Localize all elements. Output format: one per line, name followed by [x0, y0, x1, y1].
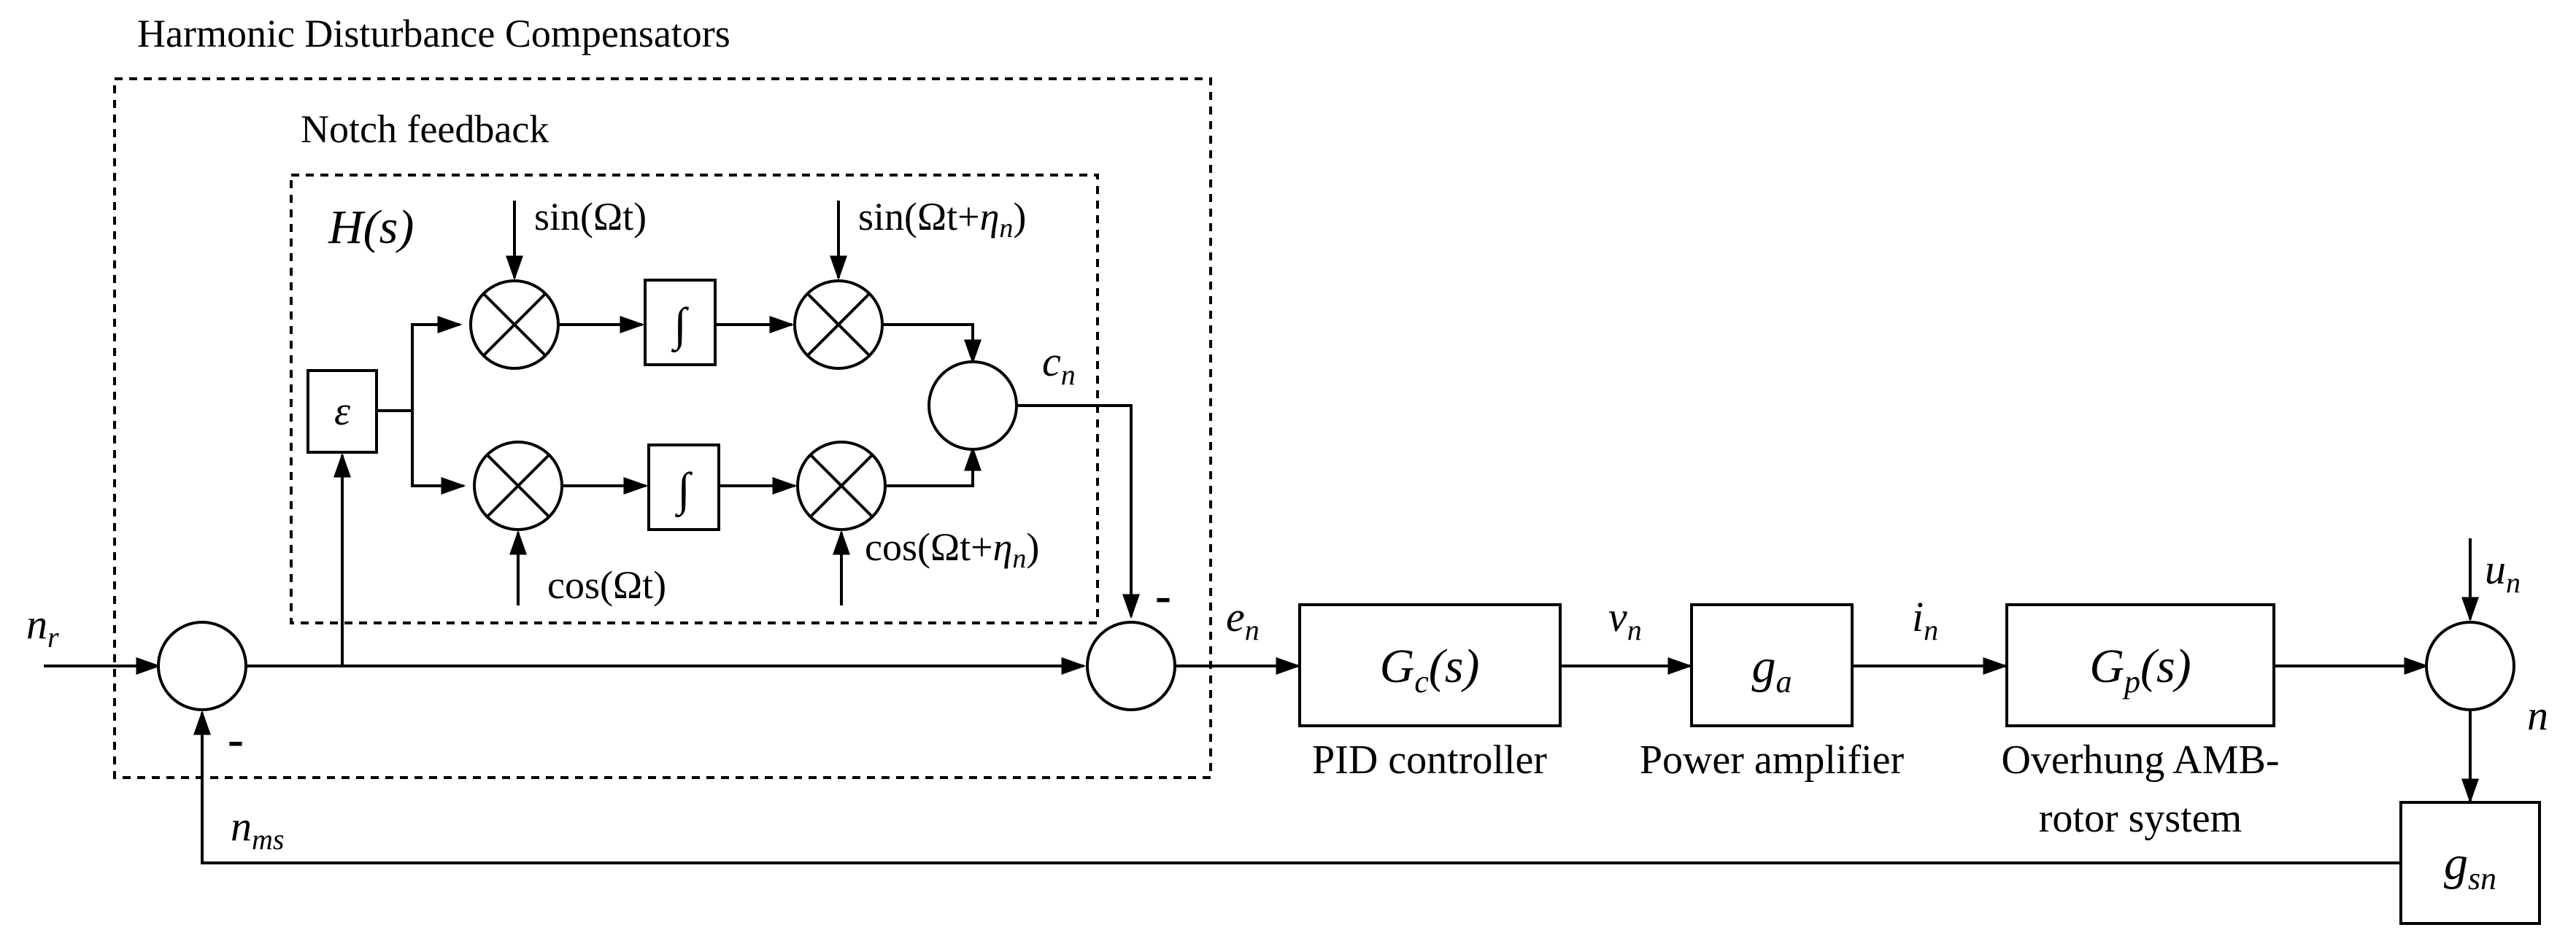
cos-input-label: cos(Ωt) [547, 563, 666, 607]
compensator-summing-junction [1086, 621, 1176, 711]
multiplier-top-left [469, 279, 560, 370]
outer-box-title: Harmonic Disturbance Compensators [137, 12, 730, 55]
pid-controller-block [1298, 603, 1562, 727]
rotor-caption-line2: rotor system [2039, 796, 2242, 841]
multiplier-bottom-right [796, 441, 887, 531]
multiplier-bottom-left [473, 441, 563, 531]
integrator-top [644, 279, 717, 366]
inner-summing-junction [928, 360, 1018, 451]
un-label: un [2485, 546, 2521, 599]
outer-compensator-box [113, 77, 1212, 779]
nms-label: nms [231, 802, 284, 856]
branch-line [377, 316, 463, 412]
in-label: in [1912, 593, 1938, 646]
n-output-label: n [2527, 692, 2548, 739]
gp-label: Gp(s) [2089, 640, 2191, 700]
en-label: en [1226, 593, 1260, 646]
cos-shift-input-label: cos(Ωt+ηn) [865, 525, 1039, 574]
inner-box-title: Notch feedback [301, 107, 549, 151]
sin-shift-input-label: sin(Ωt+ηn) [858, 195, 1026, 244]
power-amplifier-block [1690, 603, 1854, 727]
gsn-label: gsn [2444, 837, 2496, 896]
vn-label: vn [1608, 593, 1642, 646]
disturbance-summing-junction [2425, 621, 2515, 711]
feedback-line [193, 710, 2401, 864]
hs-label: H(s) [328, 201, 414, 254]
cn-signal-line [1017, 404, 1140, 619]
epsilon-label: ε [334, 389, 351, 434]
multiplier-top-right [793, 279, 884, 370]
inner-notch-box [290, 174, 1099, 624]
pid-caption: PID controller [1312, 737, 1547, 783]
sin-input-label: sin(Ωt) [534, 195, 647, 239]
branch-line [411, 411, 466, 495]
gc-label: Gc(s) [1380, 640, 1480, 700]
epsilon-block [306, 369, 378, 454]
nr-label: nr [26, 600, 59, 654]
signal-line [885, 446, 982, 487]
integrator-symbol: ∫ [671, 298, 689, 353]
input-summing-junction [157, 621, 247, 711]
rotor-caption-line1: Overhung AMB- [2001, 737, 2279, 783]
signal-line [882, 323, 982, 365]
ga-label: ga [1752, 640, 1792, 700]
amp-caption: Power amplifier [1640, 737, 1905, 783]
integrator-symbol: ∫ [674, 463, 693, 518]
cn-label: cn [1042, 338, 1076, 391]
compensator-junction-minus: - [1155, 569, 1171, 622]
input-junction-minus: - [228, 713, 244, 766]
